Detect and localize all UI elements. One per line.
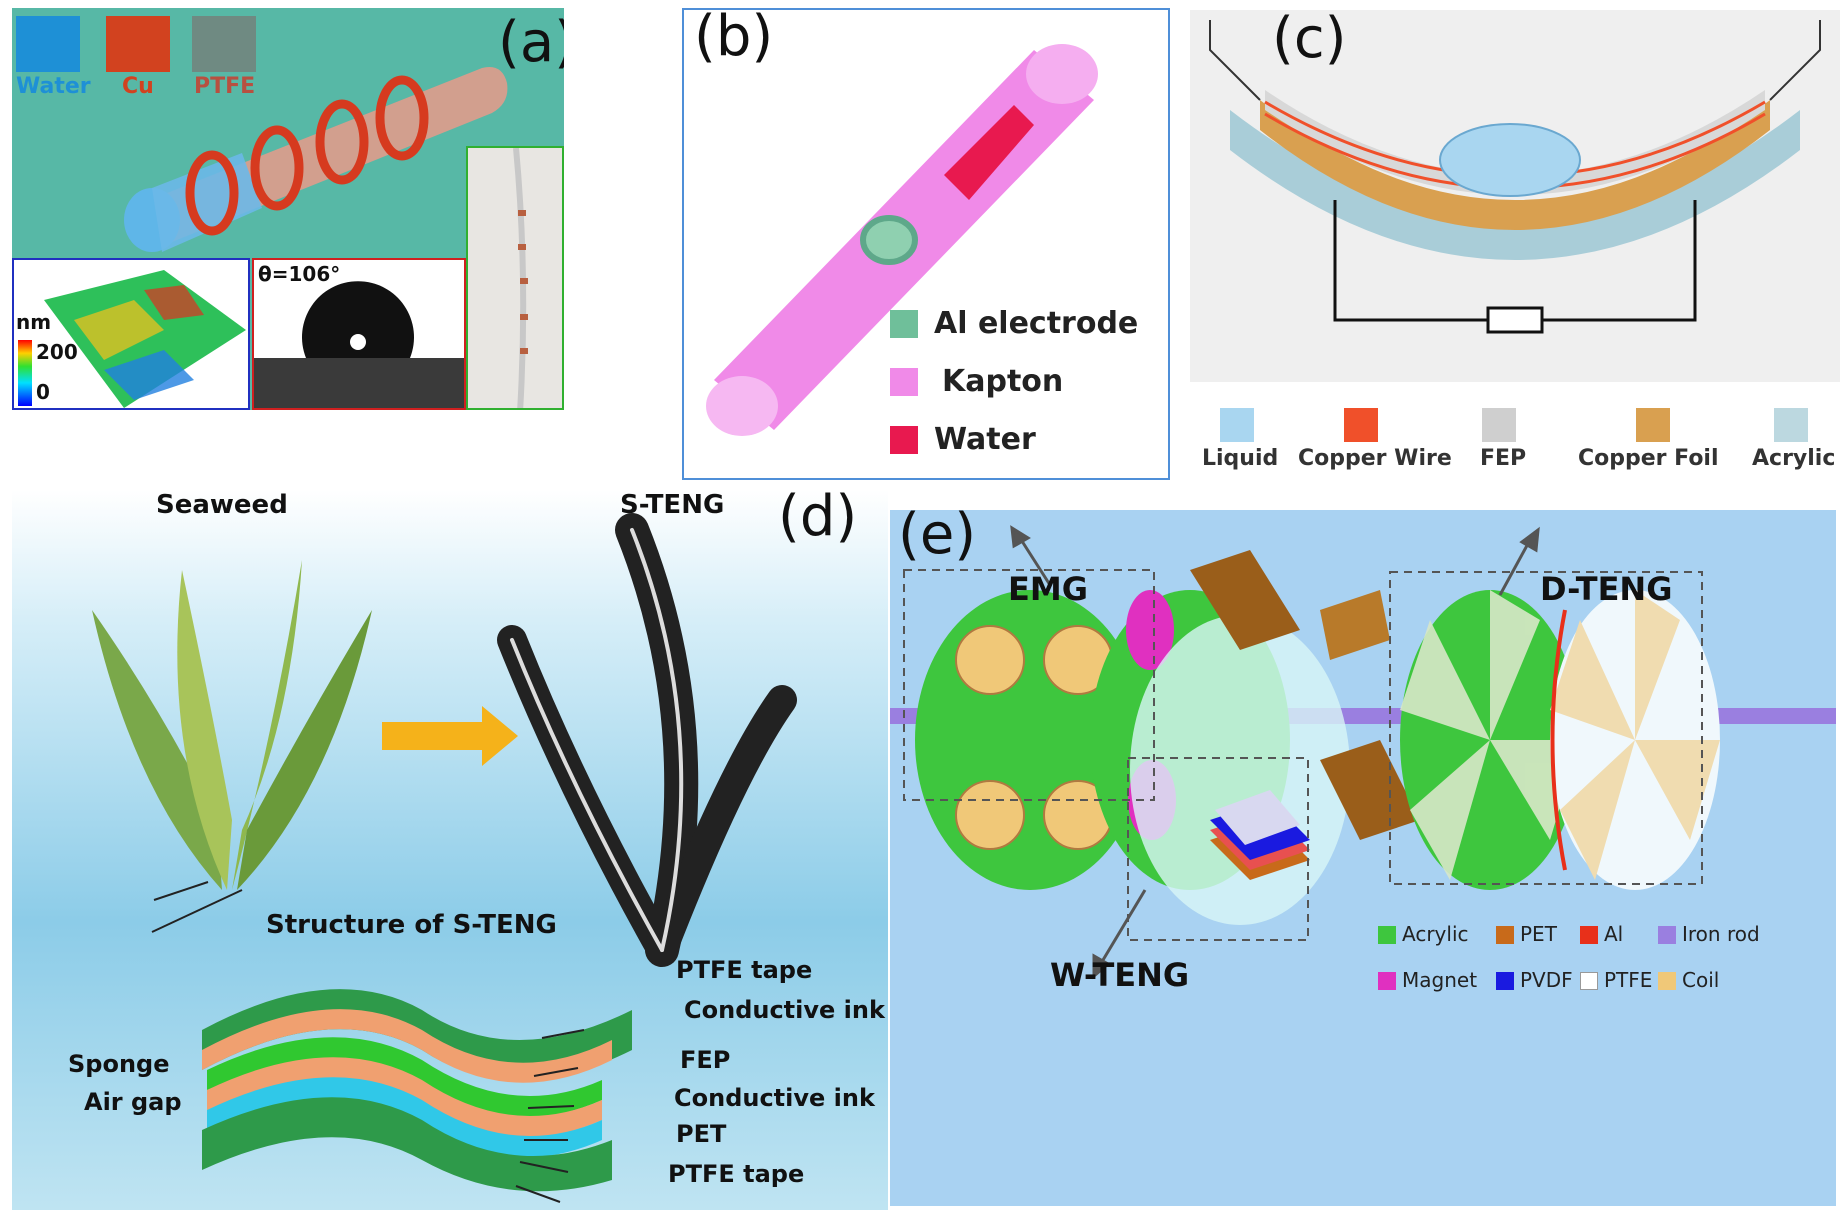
legend-label-al-electrode: Al electrode xyxy=(934,306,1139,341)
afm-surface-map xyxy=(18,270,246,408)
legend-swatch-coil xyxy=(1658,972,1676,990)
legend-cube-kapton xyxy=(890,368,918,396)
seaweed-drawing xyxy=(92,560,372,890)
legend-swatch-ptfe xyxy=(1580,972,1598,990)
legend-label-liquid: Liquid xyxy=(1202,446,1279,471)
legend-label-ptfe: PTFE xyxy=(1604,968,1653,992)
right-label-ptfe-tape-top: PTFE tape xyxy=(676,956,813,984)
legend-cube-copper-wire xyxy=(1344,408,1378,442)
left-label-sponge: Sponge xyxy=(68,1050,170,1078)
seaweed-title: Seaweed xyxy=(156,490,288,520)
kapton-tube-illustration xyxy=(706,44,1098,436)
panel-b: Al electrode Kapton Water (b) xyxy=(682,8,1170,480)
right-label-conductive-ink-top: Conductive ink xyxy=(684,996,885,1024)
tube-photo xyxy=(513,148,528,408)
legend-label-magnet: Magnet xyxy=(1402,968,1478,992)
right-label-conductive-ink-bottom: Conductive ink xyxy=(674,1084,875,1112)
legend-swatch-iron-rod xyxy=(1658,926,1676,944)
left-label-air-gap: Air gap xyxy=(84,1088,182,1116)
legend-label-ptfe: PTFE xyxy=(194,74,256,99)
wteng-label: W-TENG xyxy=(1050,956,1190,994)
tube-photo-inset xyxy=(466,146,564,410)
right-label-ptfe-tape-bottom: PTFE tape xyxy=(668,1160,805,1188)
legend-swatch-pet xyxy=(1496,926,1514,944)
structure-title: Structure of S-TENG xyxy=(266,910,557,940)
right-label-pet: PET xyxy=(676,1120,727,1148)
right-label-fep: FEP xyxy=(680,1046,731,1074)
legend-cube-liquid xyxy=(1220,408,1254,442)
panel-label-d: (d) xyxy=(778,490,858,549)
legend-cube-copper-foil xyxy=(1636,408,1670,442)
panel-d: Seaweed S-TENG Structure of S-TENG Spong… xyxy=(12,490,888,1210)
legend-label-cu: Cu xyxy=(122,74,154,99)
panel-a: Water Cu PTFE (a) nm 200 0 xyxy=(12,8,564,410)
bent-device-illustration xyxy=(1209,20,1821,334)
panel-e: EMG D-TENG W-TENG (e) Acrylic PET Al Iro… xyxy=(890,510,1836,1206)
legend-label-al: Al xyxy=(1604,922,1624,946)
panel-label-a: (a) xyxy=(498,10,564,75)
legend-swatch-ptfe xyxy=(192,16,256,72)
legend-label-acrylic: Acrylic xyxy=(1402,922,1469,946)
legend-label-water: Water xyxy=(934,422,1036,457)
contact-angle-inset: θ=106° xyxy=(252,258,466,410)
bent-device-image xyxy=(1190,10,1840,382)
panel-label-b: (b) xyxy=(694,8,774,69)
panel-label-e: (e) xyxy=(898,510,977,567)
legend-label-acrylic: Acrylic xyxy=(1752,446,1836,471)
legend-label-fep: FEP xyxy=(1480,446,1527,471)
emg-label: EMG xyxy=(1008,570,1088,608)
colorbar-min: 0 xyxy=(36,380,50,404)
legend-label-pvdf: PVDF xyxy=(1520,968,1573,992)
legend-label-kapton: Kapton xyxy=(942,364,1064,399)
legend-swatch-magnet xyxy=(1378,972,1396,990)
legend-swatch-cu xyxy=(106,16,170,72)
legend-label-iron-rod: Iron rod xyxy=(1682,922,1760,946)
colorbar-unit: nm xyxy=(16,310,52,334)
legend-cube-al xyxy=(890,310,918,338)
afm-inset: nm 200 0 xyxy=(12,258,250,410)
droplet-image xyxy=(254,281,464,408)
legend-label-coil: Coil xyxy=(1682,968,1720,992)
legend-label-water: Water xyxy=(16,74,91,99)
legend-cube-fep xyxy=(1482,408,1516,442)
legend-swatch-water xyxy=(16,16,80,72)
panel-c: Liquid Copper Wire FEP Copper Foil Acryl… xyxy=(1190,10,1840,480)
steng-illustration xyxy=(92,513,797,1203)
legend-swatch-al xyxy=(1580,926,1598,944)
legend-label-pet: PET xyxy=(1520,922,1557,946)
legend-swatch-pvdf xyxy=(1496,972,1514,990)
colorbar-max: 200 xyxy=(36,340,78,364)
tube-illustration xyxy=(124,67,508,252)
contact-angle-text: θ=106° xyxy=(258,262,341,286)
steng-title: S-TENG xyxy=(620,490,725,520)
legend-cube-water xyxy=(890,426,918,454)
legend-label-copper-wire: Copper Wire xyxy=(1298,446,1452,471)
dteng-label: D-TENG xyxy=(1540,570,1673,608)
hybrid-generator-illustration xyxy=(890,525,1836,980)
legend-cube-acrylic xyxy=(1774,408,1808,442)
legend-swatch-acrylic xyxy=(1378,926,1396,944)
legend-label-copper-foil: Copper Foil xyxy=(1578,446,1719,471)
panel-label-c: (c) xyxy=(1272,10,1347,71)
